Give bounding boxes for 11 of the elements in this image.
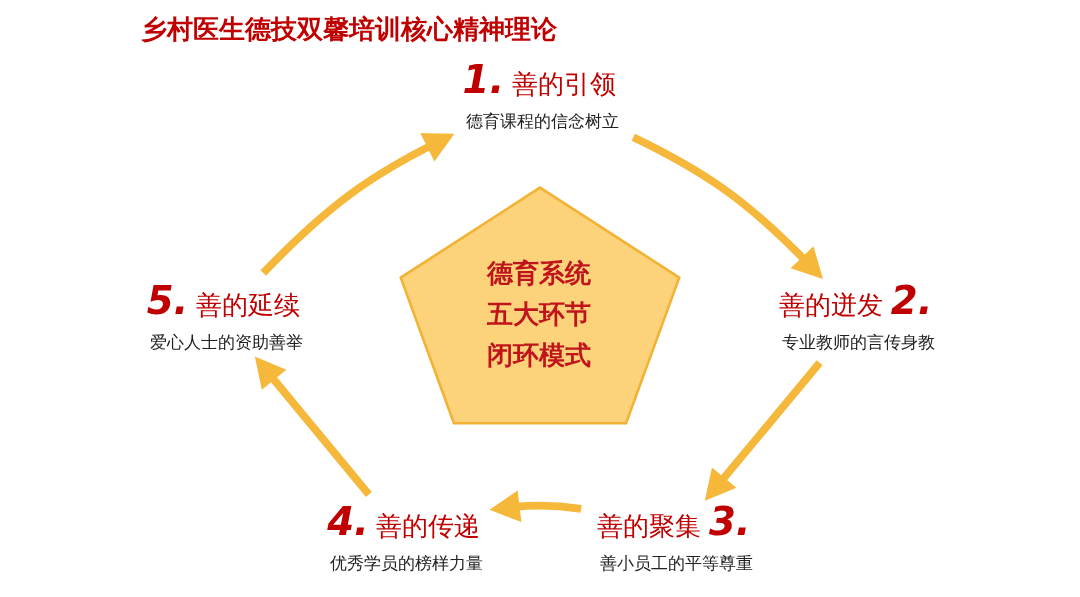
diagram-title: 乡村医生德技双馨培训核心精神理论: [141, 13, 558, 44]
node-text: 5. 善的延续 爱心人士的资助善举: [146, 277, 303, 353]
node-text: 善的聚集 3. 善小员工的平等尊重: [596, 499, 753, 574]
arrow: [631, 133, 823, 279]
arrow: [704, 360, 823, 501]
arrow: [489, 490, 582, 522]
node-text: 1. 善的引领 德育课程的信念树立: [462, 56, 619, 131]
node-text: 善的迸发 2. 专业教师的言传身教: [778, 277, 935, 353]
arrow: [254, 356, 372, 497]
arrow: [260, 133, 455, 276]
node-text: 4. 善的传递 优秀学员的榜样力量: [327, 499, 484, 574]
